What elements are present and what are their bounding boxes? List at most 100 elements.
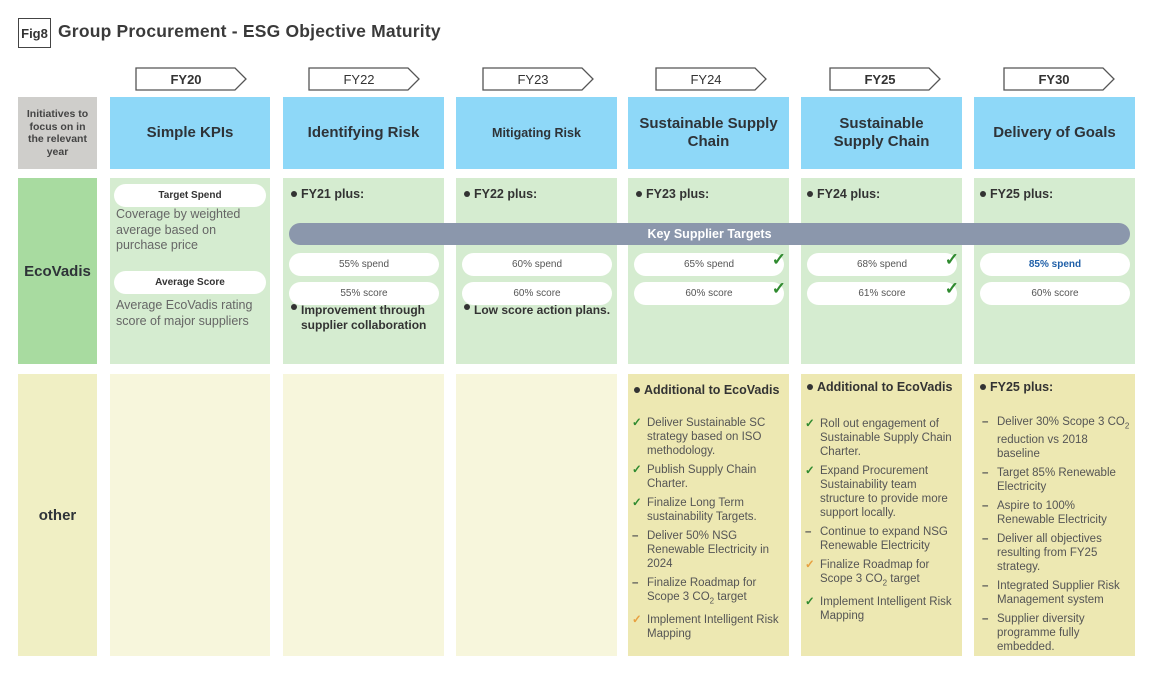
- pill-text: 68% spend: [856, 259, 908, 270]
- target-spend-label: Target Spend: [114, 184, 266, 207]
- bullet-dot-icon: [636, 191, 642, 197]
- heading-text: FY21 plus:: [301, 187, 365, 201]
- list-item: –Aspire to 100% Renewable Electricity: [982, 499, 1132, 527]
- row-label-ecovadis: EcoVadis: [18, 178, 97, 364]
- check-icon: ✓: [805, 559, 815, 571]
- year-tag-fy24: FY24: [655, 67, 767, 91]
- list-item: ✓ Implement Intelligent Risk Mapping: [632, 613, 782, 641]
- key-supplier-targets-bar: Key Supplier Targets: [289, 223, 1130, 245]
- year-tag-fy25: FY25: [829, 67, 941, 91]
- list-item: –Supplier diversity programme fully embe…: [982, 612, 1132, 654]
- page-title: Group Procurement - ESG Objective Maturi…: [58, 21, 441, 41]
- bullet-heading: FY24 plus:: [807, 187, 880, 201]
- item-text: Implement Intelligent Risk Mapping: [647, 614, 779, 641]
- other-cell-fy25: Additional to EcoVadis ✓Roll out engagem…: [801, 374, 962, 656]
- year-tag-fy20: FY20: [135, 67, 247, 91]
- stage-sustainable-supply-chain-fy25: Sustainable Supply Chain: [801, 97, 962, 169]
- row-label-other: other: [18, 374, 97, 656]
- bullet-dot-icon: [464, 304, 470, 310]
- heading-text: FY25 plus:: [990, 187, 1054, 201]
- list-item: ✓ Expand Procurement Sustainability team …: [805, 464, 960, 520]
- item-text: Finalize Roadmap for Scope 3 CO2 target: [647, 577, 757, 606]
- dash-icon: –: [632, 530, 639, 542]
- ecovadis-cell-fy25: FY24 plus: 68% spend✓ 61% score✓: [801, 178, 962, 364]
- item-list: –Deliver 30% Scope 3 CO2 reduction vs 20…: [982, 415, 1132, 659]
- dash-icon: –: [805, 526, 812, 538]
- arrow-tag-shape: [1003, 67, 1115, 91]
- heading-text: Additional to EcoVadis: [644, 383, 780, 397]
- note-text: Low score action plans.: [474, 303, 611, 317]
- list-item: ✓ Finalize Long Term sustainability Targe…: [632, 496, 782, 524]
- stage-simple-kpis: Simple KPIs: [110, 97, 270, 169]
- check-icon: ✓: [632, 464, 642, 476]
- list-item: –Deliver 30% Scope 3 CO2 reduction vs 20…: [982, 415, 1132, 461]
- bullet-dot-icon: [291, 304, 297, 310]
- arrow-tag-shape: [829, 67, 941, 91]
- pill-text: 65% spend: [683, 259, 735, 270]
- bullet-heading: Additional to EcoVadis: [634, 383, 779, 397]
- arrow-tag-shape: [135, 67, 247, 91]
- ecovadis-cell-fy23: FY22 plus: Low score action plans. 60% s…: [456, 178, 617, 364]
- ecovadis-cell-fy20: Target Spend Coverage by weighted averag…: [110, 178, 270, 364]
- item-text: Finalize Long Term sustainability Target…: [647, 497, 757, 523]
- other-cell-fy20: [110, 374, 270, 656]
- dash-icon: –: [982, 580, 989, 593]
- check-icon: ✓: [632, 417, 642, 429]
- year-label: FY23: [517, 71, 549, 87]
- figure-label: Fig8: [18, 18, 51, 48]
- dash-icon: –: [982, 467, 989, 480]
- stage-delivery-of-goals: Delivery of Goals: [974, 97, 1135, 169]
- bullet-dot-icon: [291, 191, 297, 197]
- list-item: ✓Roll out engagement of Sustainable Supp…: [805, 417, 960, 459]
- check-icon: ✓: [632, 497, 642, 509]
- dash-icon: –: [982, 613, 989, 626]
- arrow-tag-shape: [655, 67, 767, 91]
- spend-pill: 60% spend: [462, 253, 612, 276]
- list-item: ✓ Finalize Roadmap for Scope 3 CO2 target: [805, 558, 960, 590]
- year-label: FY30: [1038, 71, 1070, 87]
- heading-text: FY22 plus:: [474, 187, 538, 201]
- dash-icon: –: [982, 500, 989, 513]
- other-cell-fy22: [283, 374, 444, 656]
- year-label: FY25: [864, 71, 896, 87]
- list-item: –Integrated Supplier Risk Management sys…: [982, 579, 1132, 607]
- item-text: Deliver all objectives resulting from FY…: [997, 533, 1102, 574]
- bullet-heading: FY21 plus:: [291, 187, 364, 201]
- spend-pill: 85% spend: [980, 253, 1130, 276]
- check-icon: ✓: [805, 465, 815, 477]
- bullet-dot-icon: [464, 191, 470, 197]
- check-icon: ✓: [771, 250, 786, 269]
- bullet-heading: FY25 plus:: [980, 187, 1053, 201]
- bullet-dot-icon: [980, 384, 986, 390]
- check-icon: ✓: [632, 614, 642, 627]
- bullet-heading: FY22 plus:: [464, 187, 537, 201]
- item-text: Continue to expand NSG Renewable Electri…: [820, 526, 948, 552]
- other-cell-fy30: FY25 plus: –Deliver 30% Scope 3 CO2 redu…: [974, 374, 1135, 656]
- item-text: Target 85% Renewable Electricity: [997, 467, 1116, 494]
- list-item: ✓Implement Intelligent Risk Mapping: [805, 595, 960, 623]
- item-text: Deliver Sustainable SC strategy based on…: [647, 417, 766, 457]
- item-list: ✓ Deliver Sustainable SC strategy based o…: [632, 416, 782, 646]
- item-text: Expand Procurement Sustainability team s…: [820, 465, 948, 519]
- item-text: Roll out engagement of Sustainable Suppl…: [820, 418, 952, 458]
- list-item: –Continue to expand NSG Renewable Electr…: [805, 525, 960, 553]
- item-list: ✓ Roll out engagement of Sustainable Supp…: [805, 417, 960, 628]
- note-text: Improvement through supplier collaborati…: [301, 303, 427, 332]
- pill-text: 60% score: [685, 288, 733, 299]
- arrow-tag-shape: [308, 67, 420, 91]
- bullet-dot-icon: [807, 384, 813, 390]
- dash-icon: –: [632, 577, 639, 589]
- year-label: FY22: [343, 71, 375, 87]
- score-pill: 61% score✓: [807, 279, 959, 305]
- score-pill: 60% score ✓: [634, 279, 786, 305]
- item-text: Implement Intelligent Risk Mapping: [820, 596, 952, 623]
- check-icon: ✓: [771, 279, 786, 298]
- year-tag-fy30: FY30: [1003, 67, 1115, 91]
- item-text: Deliver 50% NSG Renewable Electricity in…: [647, 530, 770, 570]
- stage-identifying-risk: Identifying Risk: [283, 97, 444, 169]
- spend-pill: 55% spend: [289, 253, 439, 276]
- bullet-heading: FY25 plus:: [980, 380, 1053, 394]
- spend-pill: 65% spend ✓: [634, 250, 786, 276]
- item-text: Finalize Roadmap for Scope 3 CO2 target: [820, 559, 930, 588]
- bullet-heading: FY23 plus:: [636, 187, 709, 201]
